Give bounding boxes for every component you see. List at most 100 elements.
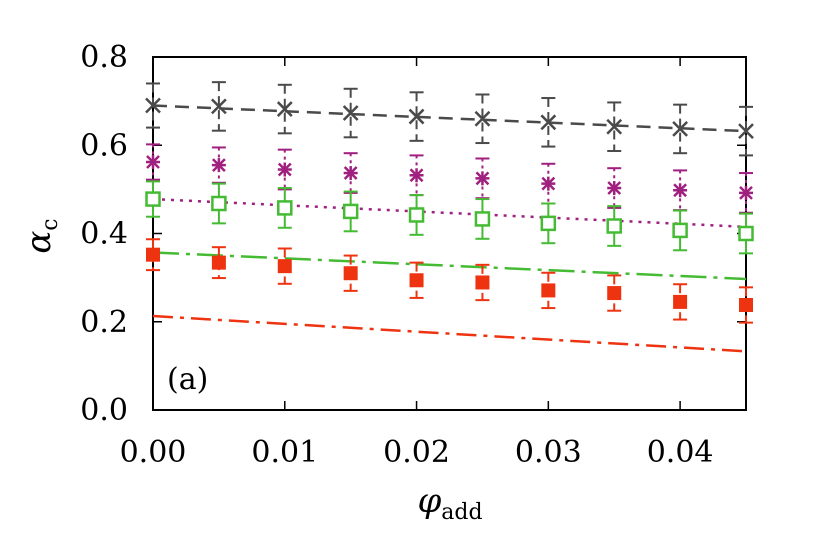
data-point [145,97,161,114]
error-bar [277,83,292,135]
marker-square [540,215,557,232]
x-axis-title: φadd [417,481,482,525]
data-point [540,215,557,232]
series-asterisk [146,143,753,229]
error-bar [343,87,358,139]
y-axis-title-main: α [19,231,59,254]
marker-stroke [606,118,623,135]
y-axis-title-sub: c [38,218,63,230]
marker-square [342,203,359,220]
marker-square [607,286,622,301]
ticks-layer: 0.00 0.01 0.02 0.03 0.04 0.0 0.2 0.4 0.6 0.8 [80,40,746,470]
y-tick-label: 0.0 [80,393,128,428]
marker-stroke [738,123,754,140]
data-point [146,247,160,262]
marker-stroke [342,105,359,121]
data-point [607,286,622,301]
marker-square [541,283,556,298]
marker-square [211,255,226,270]
data-point [672,121,688,137]
data-point [739,297,753,312]
y-tick-label: 0.8 [80,40,128,75]
data-point [673,294,688,309]
data-point [738,225,754,242]
data-point [606,218,622,234]
data-point [342,105,359,121]
marker-square [343,266,358,281]
x-tick-label: 0.01 [251,435,318,470]
data-point [672,222,688,239]
marker-square [277,259,292,274]
data-point [738,123,754,140]
data-point [541,283,556,298]
marker-square [277,200,293,216]
data-point [540,114,557,131]
data-point [211,98,227,115]
data-point [475,171,490,186]
data-point [408,207,425,223]
data-point [343,166,358,181]
marker-stroke [474,110,491,127]
marker-stroke [145,97,161,114]
marker-square [145,191,161,207]
x-tick-label: 0.02 [383,435,450,470]
error-bar [673,103,688,155]
error-bar [146,143,160,181]
data-point [607,181,622,196]
x-tick-label: 0.04 [647,435,714,470]
error-bar [409,91,424,142]
data-point [145,191,161,207]
data-point [606,118,623,135]
data-point [474,110,491,127]
data-point [211,195,227,212]
data-point [474,211,491,227]
error-bar [475,93,490,145]
series-filled-square [146,238,753,353]
data-point [342,203,359,220]
data-point [211,158,226,173]
marker-stroke [408,108,425,125]
y-tick-label: 0.2 [80,305,128,340]
marker-stroke [672,121,688,137]
marker-square [409,273,424,288]
marker-square [146,247,160,262]
data-point [541,176,556,191]
marker-stroke [211,98,227,115]
fit-line [152,314,747,353]
series-open-square [145,180,754,281]
data-point [211,255,226,270]
data-point [673,183,688,198]
error-bar [739,105,753,157]
fit-line [152,251,747,281]
marker-square [408,207,425,223]
data-point [409,168,424,183]
x-tick-label: 0.00 [120,435,187,470]
y-axis-title: αc [19,218,63,253]
marker-square [475,275,490,290]
data-point [146,155,160,170]
marker-square [673,294,688,309]
panel-label: (a) [167,362,208,397]
data-point [277,259,292,274]
data-point [277,162,292,177]
marker-stroke [540,114,557,131]
marker-square [672,222,688,239]
fit-line [152,104,747,133]
y-tick-label: 0.4 [80,217,128,252]
x-axis-title-sub: add [441,500,482,525]
data-point [409,273,424,288]
y-tick-label: 0.6 [80,128,128,163]
data-point [276,101,293,117]
series-x [145,81,754,157]
fit-line [152,197,747,229]
marker-square [606,218,622,234]
data-point [408,108,425,125]
x-tick-label: 0.03 [515,435,582,470]
data-point [343,266,358,281]
marker-square [739,297,753,312]
data-point [277,200,293,216]
error-bar [211,81,226,132]
marker-square [211,195,227,212]
marker-square [474,211,491,227]
